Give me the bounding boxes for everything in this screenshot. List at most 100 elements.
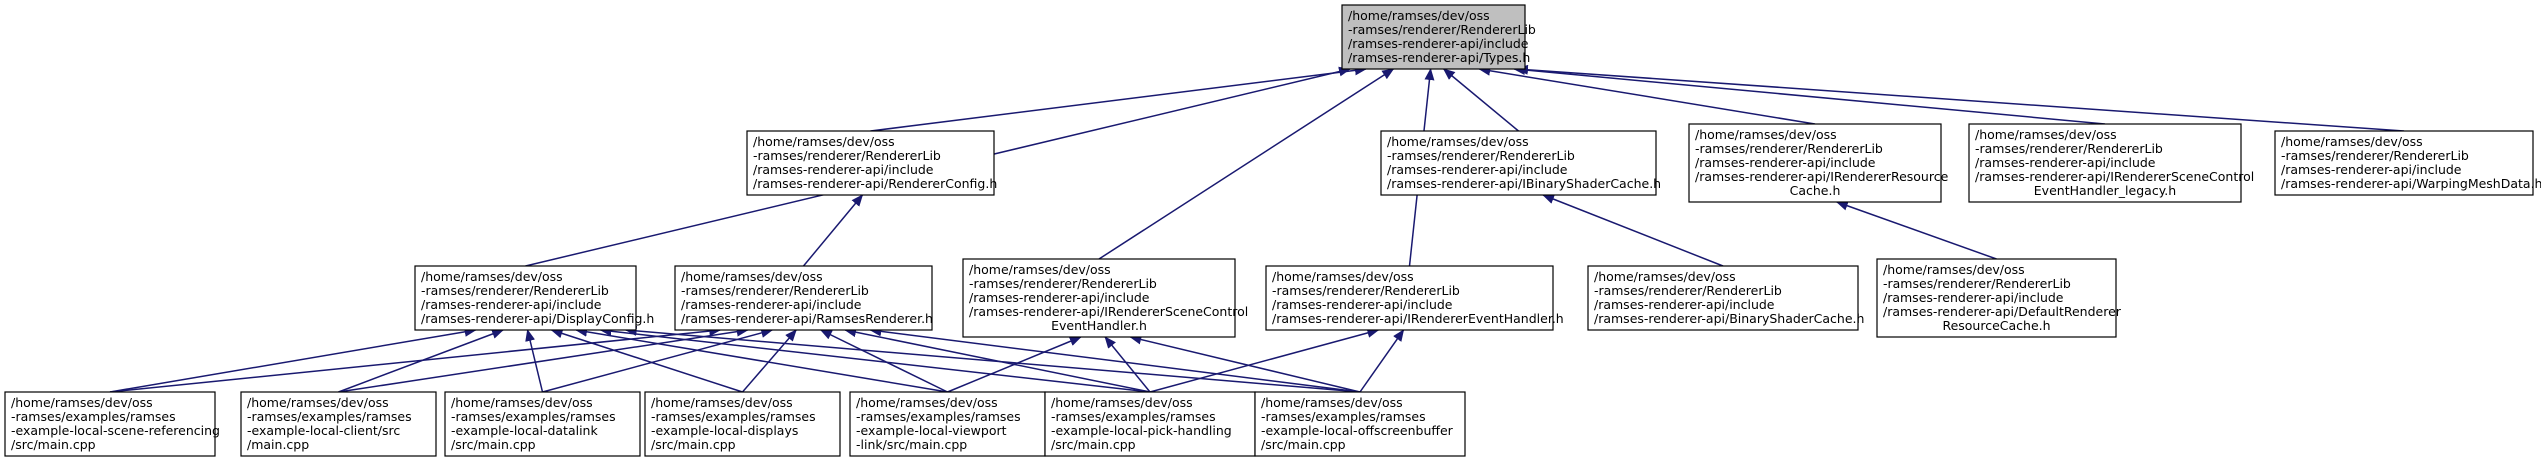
file-path-line: -ramses/renderer/RendererLib <box>1348 22 1536 37</box>
file-node-ex_client[interactable]: /home/ramses/dev/oss-ramses/examples/ram… <box>240 391 437 457</box>
include-edge-ex_client-to-ramsesrenderer <box>338 326 749 393</box>
file-path-line: /ramses-renderer-api/IRendererSceneContr… <box>1975 169 2254 184</box>
file-node-ex_offscreenbuffer[interactable]: /home/ramses/dev/oss-ramses/examples/ram… <box>1254 391 1466 457</box>
file-path-line: /ramses-renderer-api/IRendererResource <box>1695 169 1949 184</box>
file-node-box[interactable] <box>240 391 437 457</box>
include-edge-ex_viewport_link-to-displayconfig <box>575 326 948 393</box>
include-edge-ex_scene_referencing-to-ramsesrenderer <box>109 326 722 393</box>
dependency-edges <box>109 64 2405 393</box>
file-node-box[interactable] <box>1688 123 1942 203</box>
file-nodes: /home/ramses/dev/oss-ramses/renderer/Ren… <box>4 4 2541 457</box>
file-node-box[interactable] <box>746 130 995 196</box>
include-edge-ex_offscreenbuffer-to-displayconfig <box>624 325 1361 393</box>
file-path-line: /home/ramses/dev/oss <box>1594 269 1736 284</box>
file-node-ex_viewport_link[interactable]: /home/ramses/dev/oss-ramses/examples/ram… <box>849 391 1046 457</box>
file-node-box[interactable] <box>4 391 216 457</box>
file-node-box[interactable] <box>414 265 637 331</box>
file-node-types[interactable]: /home/ramses/dev/oss-ramses/renderer/Ren… <box>1341 4 1536 70</box>
include-edge-rendererconfig-to-types <box>870 65 1367 132</box>
file-node-box[interactable] <box>1876 258 2117 338</box>
file-path-line: /home/ramses/dev/oss <box>421 269 563 284</box>
include-edge-ex_displays-to-displayconfig <box>550 328 743 393</box>
file-path-line: /src/main.cpp <box>651 437 736 452</box>
file-node-box[interactable] <box>962 258 1236 338</box>
include-edge-ex_offscreenbuffer-to-irenderereventhandler <box>1359 329 1405 393</box>
file-node-irenderersceneeventhandler_legacy[interactable]: /home/ramses/dev/oss-ramses/renderer/Ren… <box>1968 123 2254 203</box>
file-node-irenderereventhandler[interactable]: /home/ramses/dev/oss-ramses/renderer/Ren… <box>1265 265 1564 331</box>
file-path-line: /home/ramses/dev/oss <box>1883 262 2025 277</box>
include-edge-ibinaryshadercache-to-types <box>1442 68 1519 132</box>
file-path-line: /home/ramses/dev/oss <box>451 395 593 410</box>
file-path-line: EventHandler_legacy.h <box>2034 183 2176 198</box>
include-edge-irendererresourcecache-to-types <box>1478 65 1816 125</box>
include-edge-ex_pick_handling-to-irendererscenecontroleventhandler <box>1104 336 1151 393</box>
file-node-ex_datalink[interactable]: /home/ramses/dev/oss-ramses/examples/ram… <box>444 391 641 457</box>
file-node-defaultrendererresourcecache[interactable]: /home/ramses/dev/oss-ramses/renderer/Ren… <box>1876 258 2122 338</box>
file-path-line: /home/ramses/dev/oss <box>1387 134 1529 149</box>
file-path-line: -ramses/examples/ramses <box>1261 409 1426 424</box>
file-path-line: -ramses/renderer/RendererLib <box>421 283 609 298</box>
file-path-line: -ramses/renderer/RendererLib <box>681 283 869 298</box>
include-edge-irendererscenecontroleventhandler-to-types <box>1098 68 1395 260</box>
file-path-line: Cache.h <box>1790 183 1841 198</box>
file-node-box[interactable] <box>674 265 933 331</box>
file-node-box[interactable] <box>1254 391 1466 457</box>
file-path-line: /ramses-renderer-api/include <box>1975 155 2156 170</box>
include-edge-warpingmeshdata-to-types <box>1516 64 2405 132</box>
file-path-line: -ramses/examples/ramses <box>1051 409 1216 424</box>
file-path-line: /home/ramses/dev/oss <box>753 134 895 149</box>
file-path-line: -ramses/renderer/RendererLib <box>1594 283 1782 298</box>
file-node-box[interactable] <box>1044 391 1256 457</box>
file-node-warpingmeshdata[interactable]: /home/ramses/dev/oss-ramses/renderer/Ren… <box>2274 130 2541 196</box>
file-node-box[interactable] <box>1265 265 1554 331</box>
file-node-ex_displays[interactable]: /home/ramses/dev/oss-ramses/examples/ram… <box>644 391 841 457</box>
file-node-box[interactable] <box>1380 130 1657 196</box>
file-path-line: -example-local-datalink <box>451 423 598 438</box>
file-node-binaryshadercache[interactable]: /home/ramses/dev/oss-ramses/renderer/Ren… <box>1587 265 1864 331</box>
file-path-line: /ramses-renderer-api/include <box>1594 297 1775 312</box>
file-node-ramsesrenderer[interactable]: /home/ramses/dev/oss-ramses/renderer/Ren… <box>674 265 933 331</box>
file-node-irendererresourcecache[interactable]: /home/ramses/dev/oss-ramses/renderer/Ren… <box>1688 123 1949 203</box>
file-path-line: /src/main.cpp <box>1051 437 1136 452</box>
file-path-line: -ramses/renderer/RendererLib <box>1975 141 2163 156</box>
file-path-line: -example-local-pick-handling <box>1051 423 1232 438</box>
include-edge-ex_displays-to-ramsesrenderer <box>741 329 797 393</box>
file-path-line: /ramses-renderer-api/IRendererSceneContr… <box>969 304 1248 319</box>
file-path-line: /home/ramses/dev/oss <box>2281 134 2423 149</box>
file-path-line: -ramses/renderer/RendererLib <box>1272 283 1460 298</box>
file-node-box[interactable] <box>1587 265 1859 331</box>
file-node-ex_scene_referencing[interactable]: /home/ramses/dev/oss-ramses/examples/ram… <box>4 391 220 457</box>
file-path-line: /ramses-renderer-api/include <box>753 162 934 177</box>
file-node-ibinaryshadercache[interactable]: /home/ramses/dev/oss-ramses/renderer/Ren… <box>1380 130 1661 196</box>
include-edge-ex_datalink-to-displayconfig <box>525 329 544 393</box>
file-path-line: /ramses-renderer-api/WarpingMeshData.h <box>2281 176 2541 191</box>
file-path-line: /ramses-renderer-api/include <box>2281 162 2462 177</box>
file-path-line: -ramses/renderer/RendererLib <box>969 276 1157 291</box>
include-edge-irenderersceneeventhandler_legacy-to-types <box>1513 65 2106 125</box>
file-node-box[interactable] <box>2274 130 2534 196</box>
file-path-line: /src/main.cpp <box>11 437 96 452</box>
file-path-line: /home/ramses/dev/oss <box>651 395 793 410</box>
file-node-ex_pick_handling[interactable]: /home/ramses/dev/oss-ramses/examples/ram… <box>1044 391 1256 457</box>
file-path-line: /ramses-renderer-api/include <box>969 290 1150 305</box>
file-node-box[interactable] <box>1341 4 1526 70</box>
file-path-line: /home/ramses/dev/oss <box>1975 127 2117 142</box>
file-path-line: /home/ramses/dev/oss <box>247 395 389 410</box>
file-path-line: EventHandler.h <box>1051 318 1147 333</box>
file-path-line: -ramses/examples/ramses <box>856 409 1021 424</box>
file-node-rendererconfig[interactable]: /home/ramses/dev/oss-ramses/renderer/Ren… <box>746 130 997 196</box>
include-edge-ex_datalink-to-ramsesrenderer <box>542 328 774 393</box>
file-path-line: -example-local-client/src <box>247 423 400 438</box>
file-node-box[interactable] <box>1968 123 2242 203</box>
file-path-line: -ramses/examples/ramses <box>247 409 412 424</box>
file-path-line: /main.cpp <box>247 437 309 452</box>
file-path-line: /home/ramses/dev/oss <box>11 395 153 410</box>
file-path-line: -example-local-offscreenbuffer <box>1261 423 1454 438</box>
file-node-irendererscenecontroleventhandler[interactable]: /home/ramses/dev/oss-ramses/renderer/Ren… <box>962 258 1248 338</box>
file-path-line: -example-local-viewport <box>856 423 1007 438</box>
file-node-box[interactable] <box>849 391 1046 457</box>
file-node-box[interactable] <box>644 391 841 457</box>
file-node-displayconfig[interactable]: /home/ramses/dev/oss-ramses/renderer/Ren… <box>414 265 654 331</box>
file-node-box[interactable] <box>444 391 641 457</box>
include-edge-ex_viewport_link-to-irendererscenecontroleventhandler <box>947 336 1082 393</box>
